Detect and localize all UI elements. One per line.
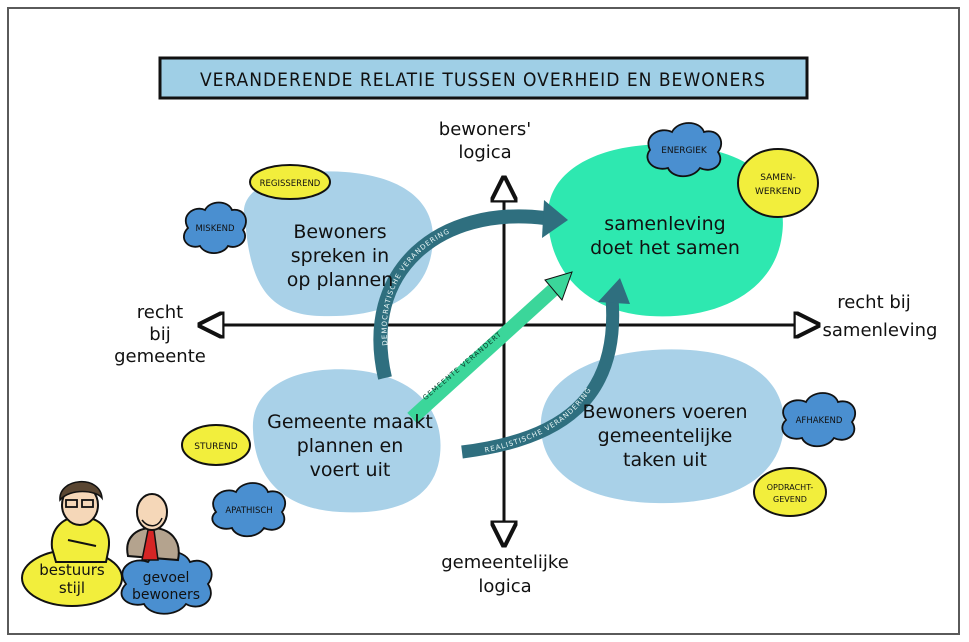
tag-energiek: ENERGIEK	[661, 146, 708, 156]
q-bottom-right-line-3: taken uit	[623, 449, 707, 471]
cloud-miskend	[183, 201, 247, 255]
legend-bestuursstijl-2: stijl	[59, 579, 85, 597]
arrow-democratic	[373, 209, 546, 380]
change-arrows	[373, 200, 630, 459]
character-man	[126, 493, 180, 562]
axis-labels: bewoners' logica gemeentelijke logica re…	[114, 119, 937, 597]
page-title: VERANDERENDE RELATIE TUSSEN OVERHEID EN …	[200, 69, 766, 91]
tag-apathisch: APATHISCH	[225, 506, 272, 516]
axis-left-line-3: gemeente	[114, 346, 206, 367]
quadrant-texts: Bewoners spreken in op plannen samenlevi…	[267, 213, 747, 481]
q-top-right-line-1: samenleving	[604, 213, 725, 235]
tag-miskend: MISKEND	[195, 224, 235, 234]
tag-opdrachtgevend-1: OPDRACHT-	[767, 483, 814, 492]
blob-top-left	[243, 171, 434, 317]
arrow-democratic-head	[542, 200, 568, 238]
q-bottom-left-line-3: voert uit	[310, 459, 391, 481]
yellow-tags: REGISSEREND SAMEN- WERKEND STUREND OPDRA…	[21, 148, 827, 607]
tag-afhakend: AFHAKEND	[796, 416, 843, 426]
tag-opdrachtgevend-2: GEVEND	[773, 495, 807, 504]
arrow-municipal-textpath: GEMEENTE VERANDERT	[421, 330, 502, 402]
cloud-afhakend	[781, 392, 857, 448]
legend-gevoel-1: gevoel	[143, 570, 190, 586]
axis-left-line-2: bij	[149, 324, 170, 345]
arrow-municipal-text: GEMEENTE VERANDERT	[421, 330, 503, 402]
cloud-energiek	[646, 122, 723, 178]
axis-left-line-1: recht	[137, 302, 183, 323]
tag-samenwerkend-2: WERKEND	[755, 187, 801, 197]
q-bottom-left-line-2: plannen en	[297, 435, 404, 457]
cloud-texts: MISKEND ENERGIEK APATHISCH AFHAKEND gevo…	[132, 146, 843, 603]
legend-gevoel-2: bewoners	[132, 587, 200, 603]
tag-samenwerkend-1: SAMEN-	[760, 173, 795, 183]
q-bottom-right-line-1: Bewoners voeren	[582, 401, 747, 423]
axis-top-line-2: logica	[458, 142, 511, 163]
axis-right-line-2: samenleving	[823, 320, 938, 341]
title-box: VERANDERENDE RELATIE TUSSEN OVERHEID EN …	[158, 56, 809, 100]
character-woman	[50, 481, 110, 563]
q-top-left-line-1: Bewoners	[293, 221, 386, 243]
blob-top-right	[548, 144, 783, 317]
blob-bottom-left	[252, 369, 441, 513]
cloud-apathisch	[211, 482, 287, 538]
arrow-realistic	[461, 297, 620, 459]
cloud-gevoel	[120, 550, 213, 615]
arrow-realistic-head	[598, 278, 630, 304]
cloud-tags	[120, 122, 857, 615]
q-bottom-right-line-2: gemeentelijke	[598, 425, 733, 447]
axis-bottom-line-2: logica	[478, 576, 531, 597]
q-bottom-left-line-1: Gemeente maakt	[267, 411, 433, 433]
quadrant-blobs	[243, 144, 784, 513]
axis-bottom-line-1: gemeentelijke	[441, 552, 569, 573]
q-top-left-line-2: spreken in	[291, 245, 389, 267]
arrow-municipal-head	[544, 271, 573, 301]
tag-sturend: STUREND	[194, 442, 237, 452]
axis-right-line-1: recht bij	[837, 292, 911, 313]
legend-bestuursstijl-1: bestuurs	[39, 561, 105, 579]
arrow-municipal	[407, 284, 558, 424]
axis-top-line-1: bewoners'	[439, 119, 531, 140]
tag-regisserend: REGISSEREND	[260, 179, 321, 189]
q-top-left-line-3: op plannen	[287, 269, 394, 291]
q-top-right-line-2: doet het samen	[590, 237, 740, 259]
